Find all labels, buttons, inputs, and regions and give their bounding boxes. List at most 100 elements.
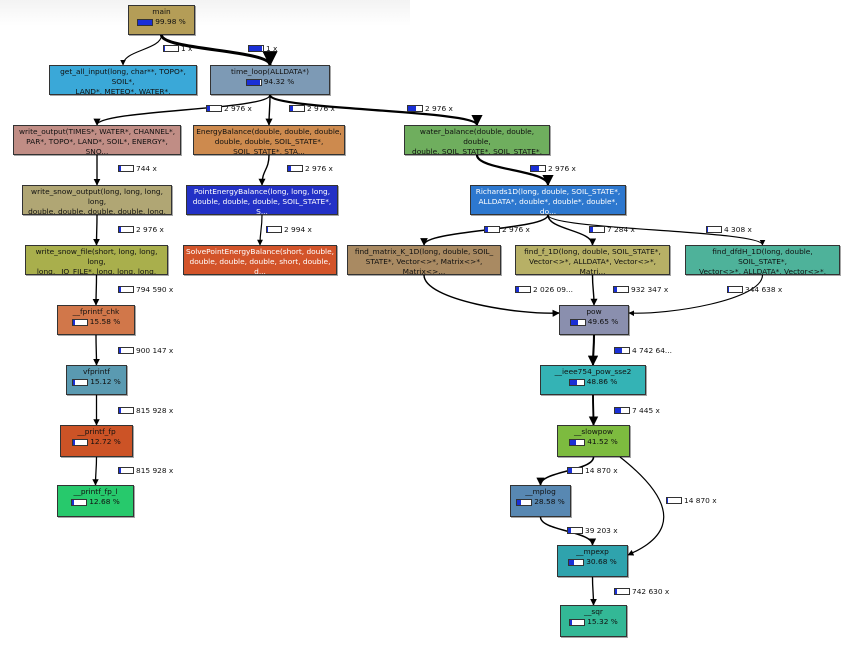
- usage-bar: [484, 226, 500, 233]
- function-node-water-balance[interactable]: water_balance(double, double, double, do…: [404, 125, 550, 155]
- call-edge[interactable]: [587, 334, 599, 367]
- function-name: time_loop(ALLDATA*): [231, 67, 309, 76]
- usage-bar-fill: [119, 408, 121, 413]
- edge-calls-label[interactable]: 14 870 x: [567, 466, 618, 475]
- call-edge[interactable]: [120, 34, 163, 66]
- usage-bar-fill: [73, 379, 76, 385]
- usage-bar-fill: [288, 166, 291, 171]
- edge-calls-label[interactable]: 2 976 x: [484, 225, 530, 234]
- usage-bar: [568, 558, 585, 566]
- edge-calls-label[interactable]: 1 x: [248, 44, 277, 53]
- edge-calls-label[interactable]: 742 630 x: [614, 587, 669, 596]
- usage-bar-fill: [615, 408, 621, 413]
- edge-calls-label[interactable]: 744 x: [118, 164, 157, 173]
- call-edge[interactable]: [257, 214, 263, 246]
- function-node-write-output[interactable]: write_output(TIMES*, WATER*, CHANNEL*, P…: [13, 125, 181, 155]
- edge-calls-label[interactable]: 2 976 x: [206, 104, 252, 113]
- call-edge[interactable]: [590, 274, 598, 306]
- function-name: __mplog: [525, 487, 556, 496]
- call-edge[interactable]: [265, 94, 273, 126]
- edge-calls-label[interactable]: 344 638 x: [727, 285, 782, 294]
- call-edge[interactable]: [93, 334, 100, 366]
- edge-calls-text: 1 x: [266, 44, 278, 53]
- edge-calls-label[interactable]: 2 976 x: [530, 164, 576, 173]
- call-edge[interactable]: [423, 274, 560, 317]
- edge-calls-label[interactable]: 7 445 x: [614, 406, 660, 415]
- edge-calls-label[interactable]: 2 976 x: [289, 104, 335, 113]
- function-node-find-dfdh-1d[interactable]: find_dfdH_1D(long, double, SOIL_STATE*, …: [685, 245, 840, 275]
- edge-calls-label[interactable]: 2 976 x: [287, 164, 333, 173]
- edge-calls-text: 39 203 x: [585, 526, 618, 535]
- function-node-get-all-input[interactable]: get_all_input(long, char**, TOPO*, SOIL*…: [49, 65, 197, 95]
- function-node-find-matrix-k-1d[interactable]: find_matrix_K_1D(long, double, SOIL_ STA…: [347, 245, 501, 275]
- function-name: __ieee754_pow_sse2: [554, 367, 632, 376]
- edge-calls-label[interactable]: 39 203 x: [567, 526, 618, 535]
- usage-bar-fill: [569, 379, 577, 385]
- call-edge[interactable]: [539, 516, 597, 546]
- call-edge[interactable]: [547, 214, 766, 246]
- edge-calls-label[interactable]: 815 928 x: [118, 406, 173, 415]
- function-node-time-loop[interactable]: time_loop(ALLDATA*)94.32 %: [210, 65, 330, 95]
- edge-calls-label[interactable]: 4 308 x: [706, 225, 752, 234]
- edge-calls-label[interactable]: 932 347 x: [613, 285, 668, 294]
- call-edge[interactable]: [628, 274, 764, 317]
- usage-bar: [666, 497, 682, 504]
- edge-calls-label[interactable]: 7 284 x: [589, 225, 635, 234]
- function-node-write-snow-file[interactable]: write_snow_file(short, long, long, long,…: [25, 245, 168, 275]
- call-edge[interactable]: [268, 93, 483, 127]
- function-node-find-f-1d[interactable]: find_f_1D(long, double, SOIL_STATE*, Vec…: [515, 245, 670, 275]
- call-edge[interactable]: [475, 154, 554, 187]
- top-shading: [0, 0, 410, 26]
- edge-calls-label[interactable]: 2 026 09...: [515, 285, 573, 294]
- edge-calls-label[interactable]: 2 976 x: [407, 104, 453, 113]
- function-node-energybalance[interactable]: EnergyBalance(double, double, double, do…: [193, 125, 345, 155]
- usage-bar-fill: [570, 619, 573, 625]
- call-edge[interactable]: [258, 154, 270, 186]
- edge-calls-label[interactable]: 900 147 x: [118, 346, 173, 355]
- edge-calls-text: 2 976 x: [224, 104, 252, 113]
- edge-calls-text: 2 976 x: [425, 104, 453, 113]
- function-node-richards1d[interactable]: Richards1D(long, double, SOIL_STATE*, AL…: [470, 185, 626, 215]
- edge-calls-label[interactable]: 2 994 x: [266, 225, 312, 234]
- usage-bar-fill: [707, 227, 708, 232]
- function-node-write-snow-output[interactable]: write_snow_output(long, long, long, long…: [22, 185, 172, 215]
- call-edge[interactable]: [547, 214, 597, 246]
- edge-calls-label[interactable]: 4 742 64...: [614, 346, 672, 355]
- call-edge[interactable]: [92, 456, 99, 486]
- edge-calls-label[interactable]: 14 870 x: [666, 496, 717, 505]
- edge-calls-text: 932 347 x: [631, 285, 669, 294]
- call-edge[interactable]: [159, 34, 278, 67]
- function-node-pointenergybalance[interactable]: PointEnergyBalance(long, long, long, dou…: [186, 185, 338, 215]
- usage-bar: [71, 318, 88, 326]
- usage-bar: [614, 588, 630, 595]
- edge-calls-label[interactable]: 794 590 x: [118, 285, 173, 294]
- function-name: __sqr: [584, 607, 603, 616]
- usage-bar-fill: [72, 499, 74, 505]
- call-edge[interactable]: [92, 274, 100, 306]
- function-node-solvepointenergybalance[interactable]: SolvePointEnergyBalance(short, double, d…: [183, 245, 337, 275]
- usage-bar-fill: [138, 19, 153, 25]
- call-edge[interactable]: [619, 456, 665, 556]
- edge-calls-label[interactable]: 1 x: [163, 44, 192, 53]
- usage-bar-fill: [72, 319, 75, 325]
- edge-calls-label[interactable]: 815 928 x: [118, 466, 173, 475]
- call-edge[interactable]: [93, 214, 100, 246]
- call-edge[interactable]: [93, 94, 271, 126]
- call-edge[interactable]: [588, 394, 599, 426]
- edge-calls-text: 4 308 x: [724, 225, 752, 234]
- call-edge[interactable]: [590, 576, 597, 606]
- usage-bar: [516, 498, 533, 506]
- cost-percent: 12.68 %: [89, 497, 120, 506]
- edge-calls-label[interactable]: 2 976 x: [118, 225, 164, 234]
